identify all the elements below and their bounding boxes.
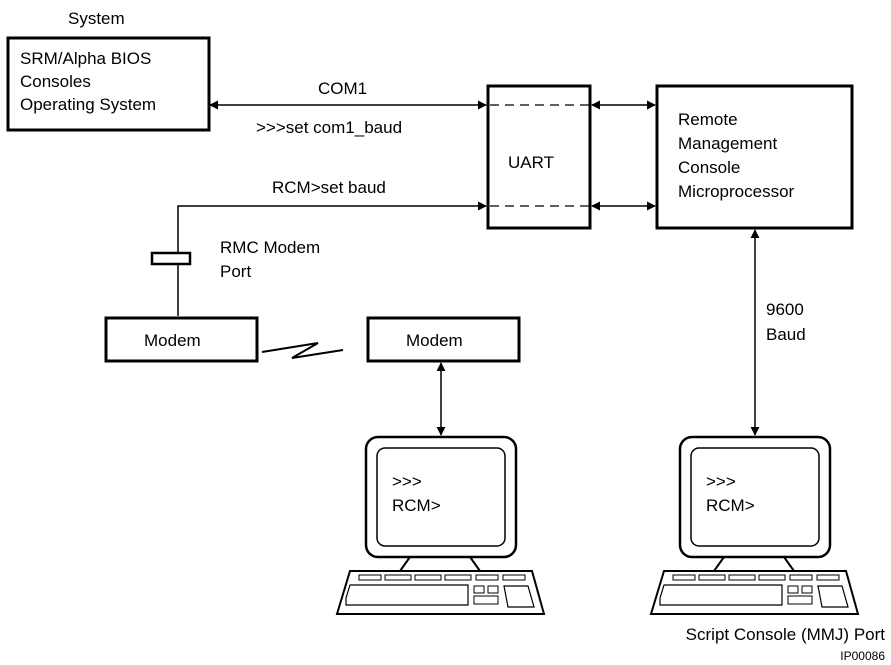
script-console-label: Script Console (MMJ) Port xyxy=(686,625,886,644)
rmc-box xyxy=(655,84,854,230)
terminal-left xyxy=(335,435,546,615)
rmc-modem-port-label-2: Port xyxy=(220,262,251,281)
terminal-left-rcm: RCM> xyxy=(392,496,441,515)
rmc-line-4: Microprocessor xyxy=(678,182,795,201)
baud-label-1: 9600 xyxy=(766,300,804,319)
terminal-left-screen xyxy=(376,447,506,547)
uart-label: UART xyxy=(508,153,554,172)
rcm-modem-path xyxy=(177,201,487,316)
terminal-left-keyboard xyxy=(335,570,546,615)
terminal-left-prompt: >>> xyxy=(392,472,422,491)
rmc-line-2: Management xyxy=(678,134,778,153)
modem-link-zigzag xyxy=(261,342,344,359)
rmc-line-1: Remote xyxy=(678,110,738,129)
terminal-left-stand xyxy=(398,556,482,572)
terminal-right-stand xyxy=(712,556,796,572)
modem-right-box xyxy=(366,316,521,363)
modem-left-box xyxy=(104,316,259,363)
terminal-right-keypad-main xyxy=(659,584,783,606)
terminal-right-rcm: RCM> xyxy=(706,496,755,515)
terminal-right-prompt: >>> xyxy=(706,472,736,491)
system-box xyxy=(6,36,211,132)
modem-right-label: Modem xyxy=(406,331,463,350)
terminal-right-monitor xyxy=(678,435,832,559)
rmc-line-3: Console xyxy=(678,158,740,177)
system-label: System xyxy=(68,9,125,28)
terminal-right xyxy=(649,435,860,615)
modem-left-label: Modem xyxy=(144,331,201,350)
terminal-left-monitor xyxy=(364,435,518,559)
com1-command: >>>set com1_baud xyxy=(256,118,402,137)
system-line-2: Consoles xyxy=(20,72,91,91)
system-line-3: Operating System xyxy=(20,95,156,114)
terminal-left-keypad-main xyxy=(345,584,469,606)
terminal-right-screen xyxy=(690,447,820,547)
uart-box xyxy=(486,84,592,230)
rcm-set-baud-label: RCM>set baud xyxy=(272,178,386,197)
rmc-modem-port-label-1: RMC Modem xyxy=(220,238,320,257)
rmc-modem-port-connector xyxy=(150,251,192,266)
figure-id: IP00086 xyxy=(840,649,885,663)
terminal-right-keyboard xyxy=(649,570,860,615)
baud-label-2: Baud xyxy=(766,325,806,344)
com1-label: COM1 xyxy=(318,79,367,98)
system-line-1: SRM/Alpha BIOS xyxy=(20,49,151,68)
